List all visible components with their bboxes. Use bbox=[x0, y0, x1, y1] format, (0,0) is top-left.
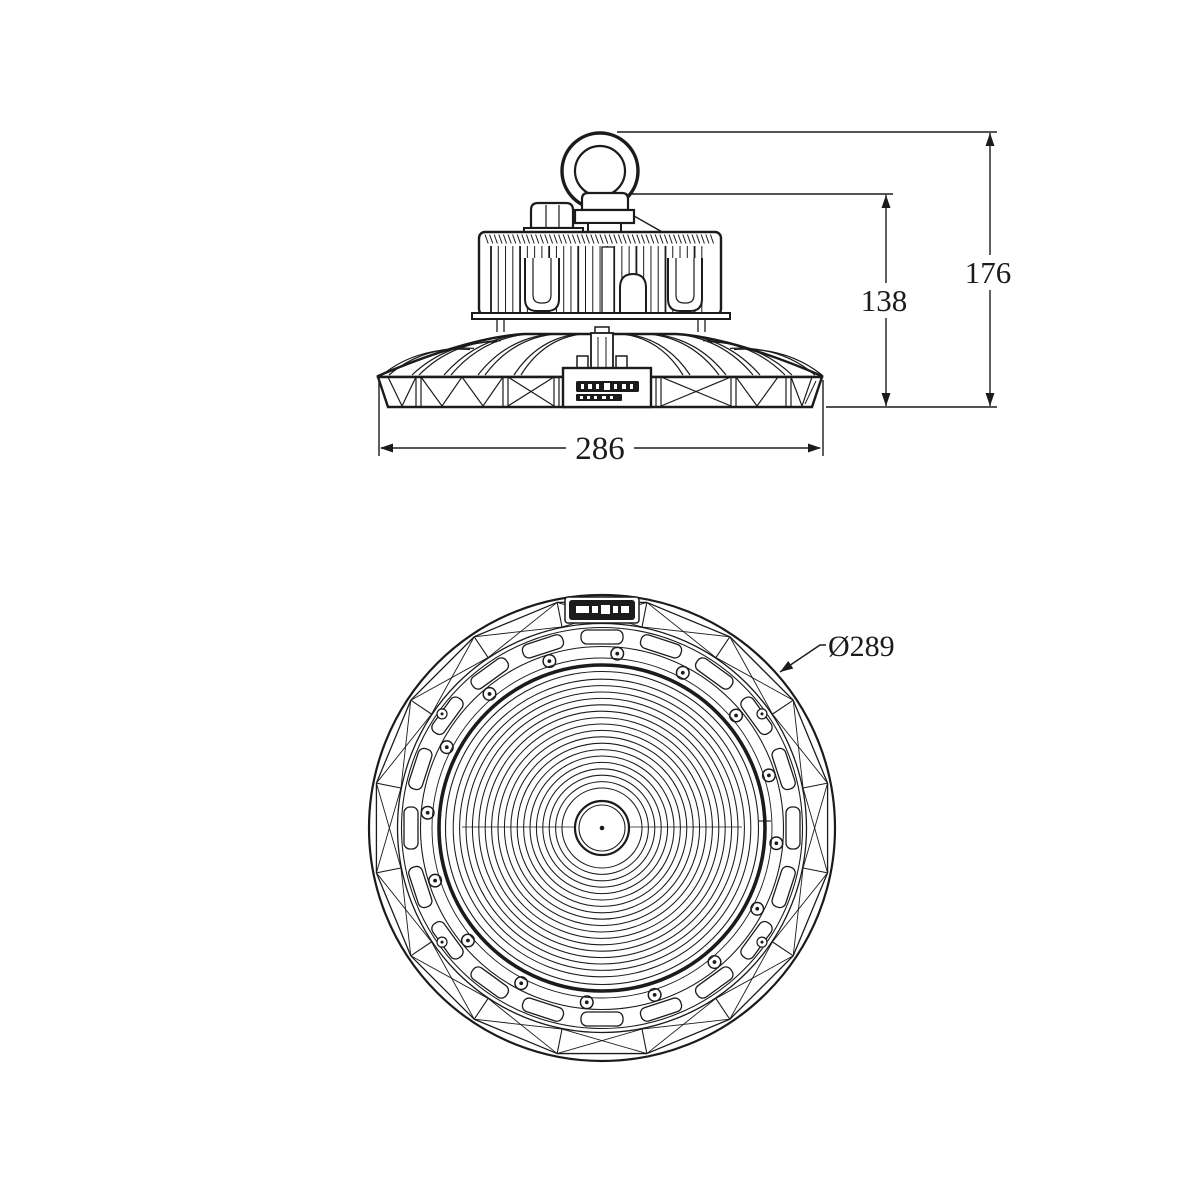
dim-body-height-label: 138 bbox=[861, 283, 908, 318]
dim-width-label: 286 bbox=[575, 431, 625, 467]
dimension-arrowheads bbox=[380, 133, 995, 453]
dim-diameter-label: Ø289 bbox=[828, 630, 895, 663]
hook-collar bbox=[573, 191, 665, 235]
heatsink bbox=[471, 230, 731, 332]
lens-center-hub bbox=[573, 799, 631, 857]
trim-ring-band bbox=[376, 366, 824, 409]
heatsink-top-hatch bbox=[484, 234, 715, 244]
front-view: 176 138 286 bbox=[376, 131, 1012, 467]
trim-ring-panels bbox=[377, 375, 823, 408]
dimension-width: 286 bbox=[381, 431, 820, 467]
eye-bolt-ring bbox=[560, 131, 640, 211]
centerline-cross bbox=[759, 815, 771, 827]
dimension-total-height: 176 bbox=[965, 133, 1012, 406]
dim-total-height-label: 176 bbox=[965, 255, 1012, 290]
extension-lines bbox=[378, 131, 997, 456]
facet-ring bbox=[375, 601, 829, 1055]
reflector-flare bbox=[376, 326, 824, 379]
leader-arrowhead bbox=[780, 660, 794, 672]
flare-ribs bbox=[381, 333, 823, 376]
dimension-body-height: 138 bbox=[861, 195, 908, 406]
dimension-diameter: Ø289 bbox=[779, 630, 895, 673]
vent-slots bbox=[403, 629, 801, 1027]
lens-fresnel-rings bbox=[452, 678, 752, 978]
lens-bezel-circle bbox=[437, 663, 767, 993]
brand-logo-front bbox=[561, 366, 653, 409]
brand-logo-bottom bbox=[564, 596, 640, 624]
mounting-screws bbox=[420, 646, 784, 1010]
bottom-view: Ø289 bbox=[367, 593, 895, 1063]
leader-line bbox=[779, 644, 826, 673]
outer-rim-circle bbox=[367, 593, 837, 1063]
